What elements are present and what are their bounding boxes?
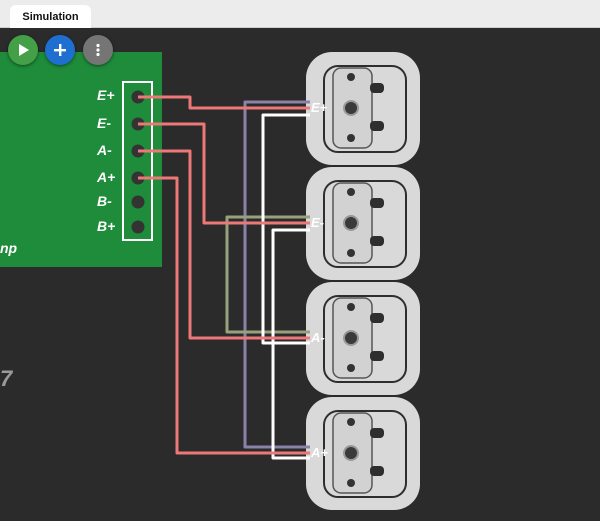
pin-label-b-minus: B- <box>97 193 112 209</box>
pin-label-e-plus: E+ <box>97 87 115 103</box>
wire-red-e-plus[interactable] <box>138 95 310 110</box>
hx711-board[interactable] <box>0 52 162 267</box>
tab-bar: Simulation <box>0 0 600 28</box>
wire-red-a-plus[interactable] <box>138 176 310 455</box>
diagram-svg <box>0 52 420 510</box>
wire-red-a-minus[interactable] <box>138 149 310 340</box>
load-cell-2-label: E- <box>311 215 324 230</box>
pin-label-a-plus: A+ <box>97 169 116 185</box>
pin-label-a-minus: A- <box>97 142 112 158</box>
wire-red-e-minus[interactable] <box>138 122 310 225</box>
load-cell-1[interactable] <box>306 52 420 165</box>
plus-icon <box>54 44 66 56</box>
add-part-button[interactable] <box>45 35 75 65</box>
run-simulation-button[interactable] <box>8 35 38 65</box>
pin-header <box>122 81 153 241</box>
load-cell-3[interactable] <box>306 282 420 395</box>
pin-label-e-minus: E- <box>97 115 111 131</box>
load-cell-4-label: A+ <box>311 445 328 460</box>
pin-label-b-plus: B+ <box>97 218 116 234</box>
wire-green[interactable] <box>225 215 310 334</box>
more-vertical-icon <box>96 43 100 57</box>
more-options-button[interactable] <box>83 35 113 65</box>
load-cell-3-label: A- <box>311 330 325 345</box>
partial-offscreen-glyph: 7 <box>0 366 13 391</box>
pin-b-plus[interactable] <box>131 220 145 234</box>
load-cell-2[interactable] <box>306 167 420 280</box>
simulation-canvas[interactable] <box>0 28 600 521</box>
tab-simulation[interactable]: Simulation <box>10 5 91 28</box>
load-cell-1-label: E+ <box>311 100 328 115</box>
wire-white-2[interactable] <box>271 228 310 460</box>
pin-b-minus[interactable] <box>131 195 145 209</box>
load-cell-4[interactable] <box>306 397 420 510</box>
wire-purple[interactable] <box>243 100 310 449</box>
board-partial-label: np <box>0 240 18 256</box>
wire-white-1[interactable] <box>261 113 310 345</box>
play-icon <box>19 44 29 56</box>
